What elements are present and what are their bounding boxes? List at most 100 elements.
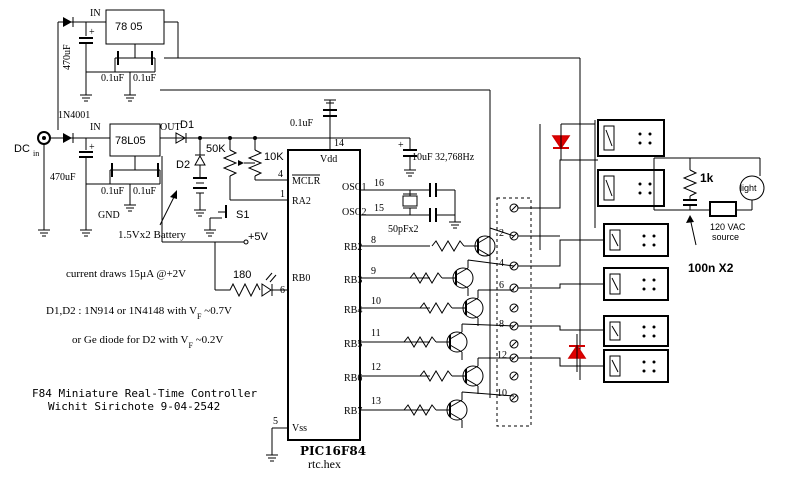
vss-label: Vss: [292, 423, 307, 434]
r1k-label: 1k: [700, 171, 714, 185]
pin6-label: 6: [280, 285, 285, 296]
snubber-label: 100n X2: [688, 261, 734, 275]
osc2-label: OSC2: [342, 207, 366, 218]
r10k-label: 10K: [264, 151, 284, 163]
connector-pin: [509, 339, 519, 349]
r50k-label: 50K: [206, 143, 226, 155]
regulator-78l05-label: 78L05: [115, 135, 146, 147]
pin10-label: 10: [371, 296, 381, 307]
base-resistor: [419, 370, 453, 382]
reg-bottom-in-label: IN: [90, 122, 101, 133]
base-resistor: [403, 404, 437, 416]
relay-1: [597, 119, 665, 157]
pin16-label: 16: [374, 178, 384, 189]
connector-pin: [509, 393, 519, 403]
pin1-label: 1: [280, 189, 285, 200]
cap-470-top-label: 470uF: [62, 44, 73, 70]
diode-1n4001: [63, 133, 72, 143]
relay-3: [603, 223, 669, 257]
resistor-50k: [222, 149, 238, 177]
battery-note-1: 1.5Vx2 Battery: [118, 229, 186, 241]
conn-12-label: 12: [497, 350, 507, 361]
vdd-label: Vdd: [320, 154, 337, 165]
r180-label: 180: [233, 269, 251, 281]
diode-1n4001-label: 1N4001: [58, 110, 90, 121]
relay-6: [603, 349, 669, 383]
connector-pin: [509, 303, 519, 313]
rb2-label: RB2: [344, 242, 362, 253]
light-label: light: [740, 183, 757, 193]
driver-stage: [360, 391, 515, 428]
pin12-label: 12: [371, 362, 381, 373]
crystal: [402, 195, 418, 207]
conn-4-label: 4: [499, 258, 504, 269]
svg-text:+: +: [89, 142, 95, 153]
ac-source-label-1: 120 VAC: [710, 222, 746, 232]
power-supply-top: 78 05 IN + 470uF 0.1uF 0.1uF: [57, 8, 581, 210]
regulator-7805-label: 78 05: [115, 21, 143, 33]
led: [261, 283, 272, 297]
diode-d1: [175, 132, 187, 144]
conn-10-label: 10: [497, 388, 507, 399]
pic-chip-body: [287, 149, 361, 441]
cap-01-a-label: 0.1uF: [101, 73, 125, 84]
d1-label: D1: [180, 119, 194, 131]
dc-in-label: DC: [14, 143, 30, 155]
npn-transistor: [446, 399, 468, 421]
npn-transistor: [446, 331, 468, 353]
rb3-label: RB3: [344, 275, 362, 286]
base-resistor: [431, 240, 465, 252]
diode-note-2: or Ge diode for D2 with VF ~0.2V: [72, 334, 223, 350]
xtal-caps-label: 50pFx2: [388, 224, 419, 235]
title-line-1: F84 Miniature Real-Time Controller: [32, 387, 258, 400]
xtal-cap-label: 10uF 32,768Hz: [412, 152, 475, 163]
npn-transistor: [462, 365, 484, 387]
relay-coil: [609, 321, 621, 341]
pin13-label: 13: [371, 396, 381, 407]
relay-coil: [609, 273, 621, 295]
npn-transistor: [452, 267, 474, 289]
pin4-label: 4: [278, 169, 283, 180]
mclr-label: MCLR: [292, 176, 321, 187]
reg-top-in-label: IN: [90, 8, 101, 19]
resistor-180: [215, 282, 261, 298]
relay-coil: [603, 175, 615, 201]
base-resistor: [409, 272, 443, 284]
rb7-label: RB7: [344, 406, 362, 417]
relay-4: [603, 267, 669, 301]
s1-label: S1: [236, 209, 249, 221]
connector: 2 4 6 8 12 10: [160, 89, 604, 427]
cap-01-d-label: 0.1uF: [133, 186, 157, 197]
cap-470-bottom-label: 470uF: [50, 172, 76, 183]
pin5-label: 5: [273, 416, 278, 427]
chip-label: PIC16F84: [300, 444, 366, 458]
dc-in-sub-label: in: [33, 149, 39, 158]
rb0-label: RB0: [292, 273, 310, 284]
diode-note-1: D1,D2 : 1N914 or 1N4148 with VF ~0.7V: [46, 305, 232, 321]
pin8-label: 8: [371, 235, 376, 246]
relays: 1k light 120 VAC source 100n X2: [539, 119, 765, 383]
transistor-drivers: [360, 227, 515, 428]
pin11-label: 11: [371, 328, 381, 339]
hex-label: rtc.hex: [308, 457, 341, 471]
cap-01-b-label: 0.1uF: [133, 73, 157, 84]
connector-pin: [509, 371, 519, 381]
rb4-label: RB4: [344, 305, 362, 316]
driver-stage: [360, 227, 515, 264]
power-supply-bottom: 1N4001 DC in IN 78L05 + 470uF 0.1uF: [14, 110, 340, 298]
cap-01-c-label: 0.1uF: [101, 186, 125, 197]
ra2-label: RA2: [292, 196, 311, 207]
driver-stage: [360, 323, 515, 360]
osc1-label: OSC1: [342, 182, 366, 193]
relay-coil: [603, 125, 615, 151]
title-line-2: Wichit Sirichote 9-04-2542: [48, 400, 220, 413]
pin9-label: 9: [371, 266, 376, 277]
ac-source: [709, 201, 737, 217]
npn-transistor: [474, 235, 496, 257]
relay-coil: [609, 355, 621, 377]
out-label: OUT: [160, 122, 181, 133]
resistor-1k: [682, 169, 698, 197]
driver-stage: [360, 259, 515, 296]
ac-source-label-2: source: [712, 232, 739, 242]
